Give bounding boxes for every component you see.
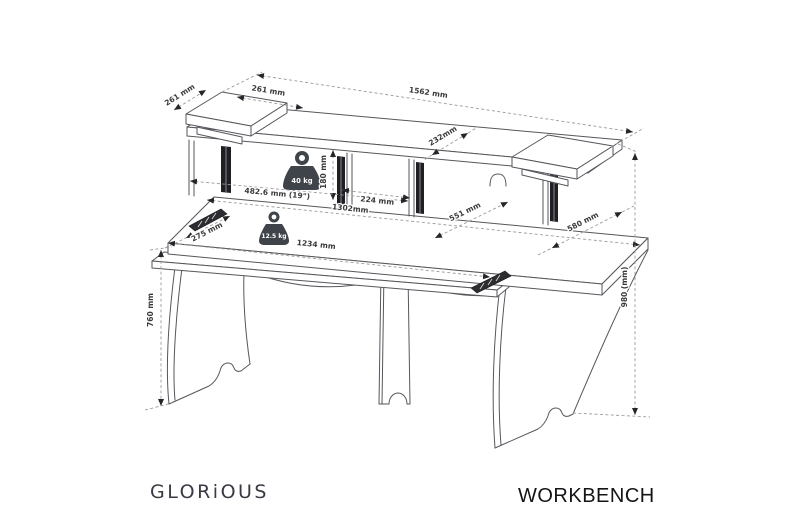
dim-platform-depth: 261 mm	[163, 82, 197, 108]
weight-40kg-icon: 40 kg	[283, 151, 321, 190]
dim-line-platform-width	[236, 95, 304, 110]
dim-shelf-total-width: 1562 mm	[408, 85, 448, 100]
weight-12-5kg-label: 12.5 kg	[261, 233, 286, 240]
dim-line-tray-depth	[185, 215, 231, 239]
dim-line-center-bay-width	[341, 187, 411, 201]
speaker-platform-right	[511, 134, 614, 187]
dim-line-shelf-depth	[431, 132, 469, 156]
weight-40kg-label: 40 kg	[291, 177, 312, 185]
product-name-workbench: WORKBENCH	[518, 485, 655, 507]
dim-line-shelf-total-width	[256, 73, 634, 134]
dimension-lines	[144, 71, 651, 418]
dim-line-platform-depth	[173, 89, 207, 111]
dim-line-desktop-depth	[434, 201, 509, 239]
dim-overall-height: 980 (mm)	[620, 267, 629, 308]
glorious-brand-logo: GLORiOUS	[150, 481, 269, 503]
dim-platform-width: 261 mm	[251, 83, 286, 98]
dim-desktop-depth: 551 mm	[448, 200, 483, 223]
dim-overall-depth: 580 mm	[566, 210, 600, 233]
cable-grommet	[489, 173, 507, 187]
desk-structure: 40 kg 12.5 kg	[151, 91, 649, 449]
tray-slide-rail-right	[470, 270, 512, 294]
right-leg	[492, 249, 649, 449]
dim-rack-height: 180 mm	[319, 155, 328, 189]
dim-clearance-height: 760 mm	[146, 293, 155, 327]
center-leg	[378, 269, 411, 405]
dim-line-rack-width	[189, 178, 409, 204]
dim-line-overall-depth	[551, 211, 623, 249]
